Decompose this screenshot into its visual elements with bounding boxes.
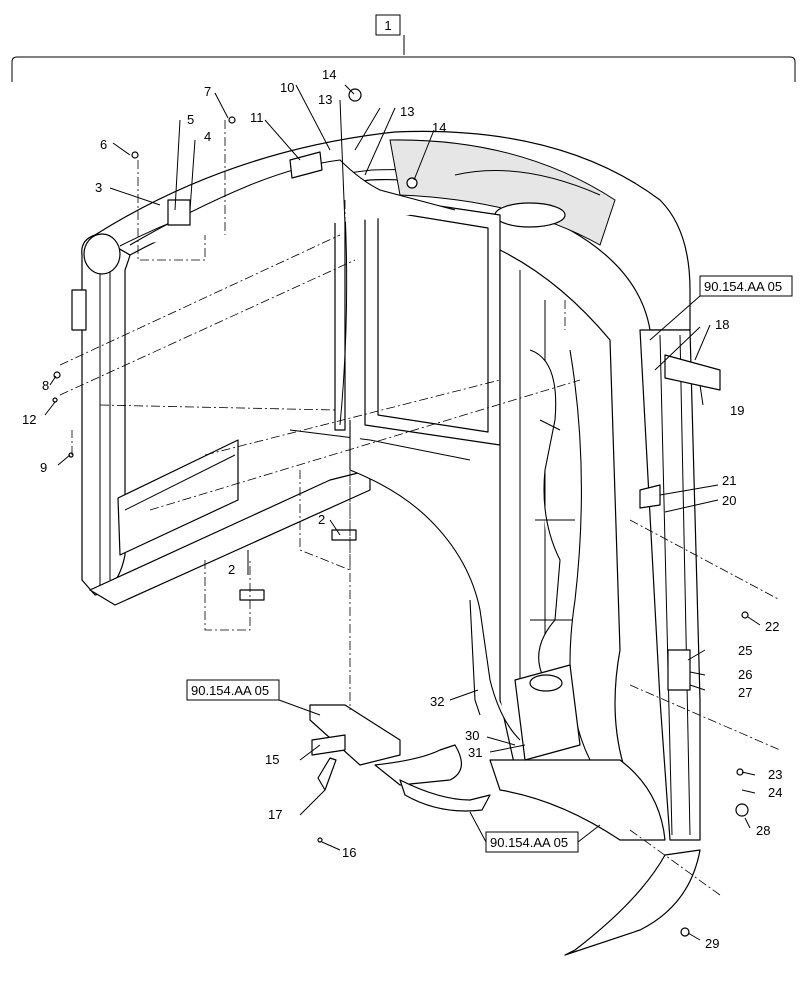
- callout-19: 19: [730, 403, 744, 418]
- callout-13b: 13: [400, 104, 414, 119]
- callout-24: 24: [768, 785, 782, 800]
- reference-bottom: 90.154.AA 05: [490, 835, 568, 850]
- callout-5: 5: [187, 112, 194, 127]
- callout-16: 16: [342, 845, 356, 860]
- hardware: [52, 88, 749, 937]
- callout-2b: 2: [228, 562, 235, 577]
- callout-27: 27: [738, 685, 752, 700]
- callout-22: 22: [765, 619, 779, 634]
- callout-15: 15: [265, 752, 279, 767]
- callout-10: 10: [280, 80, 294, 95]
- callout-29: 29: [705, 936, 719, 951]
- callout-21: 21: [722, 473, 736, 488]
- callout-8: 8: [42, 378, 49, 393]
- callout-9: 9: [40, 460, 47, 475]
- construction-lines: [59, 120, 781, 896]
- callout-14b: 14: [432, 120, 446, 135]
- callout-13a: 13: [318, 92, 332, 107]
- callout-18: 18: [715, 317, 729, 332]
- callout-23: 23: [768, 767, 782, 782]
- callout-30: 30: [465, 728, 479, 743]
- callout-11: 11: [250, 110, 264, 125]
- callout-17: 17: [268, 807, 282, 822]
- reference-boxes: 90.154.AA 05 90.154.AA 05 90.154.AA 05: [186, 275, 793, 853]
- callout-labels: 2 2 3 4 5 6 7 8 9 10 11 12 13 13 14 14 1…: [22, 67, 782, 951]
- callout-2a: 2: [318, 512, 325, 527]
- reference-left: 90.154.AA 05: [191, 683, 269, 698]
- callout-26: 26: [738, 667, 752, 682]
- callout-7: 7: [204, 84, 211, 99]
- callout-12: 12: [22, 412, 36, 427]
- callout-6: 6: [100, 137, 107, 152]
- cab-frame: [71, 130, 701, 956]
- callout-4: 4: [204, 129, 211, 144]
- callout-31: 31: [468, 745, 482, 760]
- leader-lines: [44, 84, 761, 941]
- callout-32: 32: [430, 694, 444, 709]
- assembly-label: 1: [384, 18, 391, 33]
- callout-28: 28: [756, 823, 770, 838]
- callout-3: 3: [95, 180, 102, 195]
- assembly-bracket: 1: [11, 14, 796, 82]
- callout-14a: 14: [322, 67, 336, 82]
- callout-25: 25: [738, 643, 752, 658]
- reference-top-right: 90.154.AA 05: [704, 279, 782, 294]
- callout-20: 20: [722, 493, 736, 508]
